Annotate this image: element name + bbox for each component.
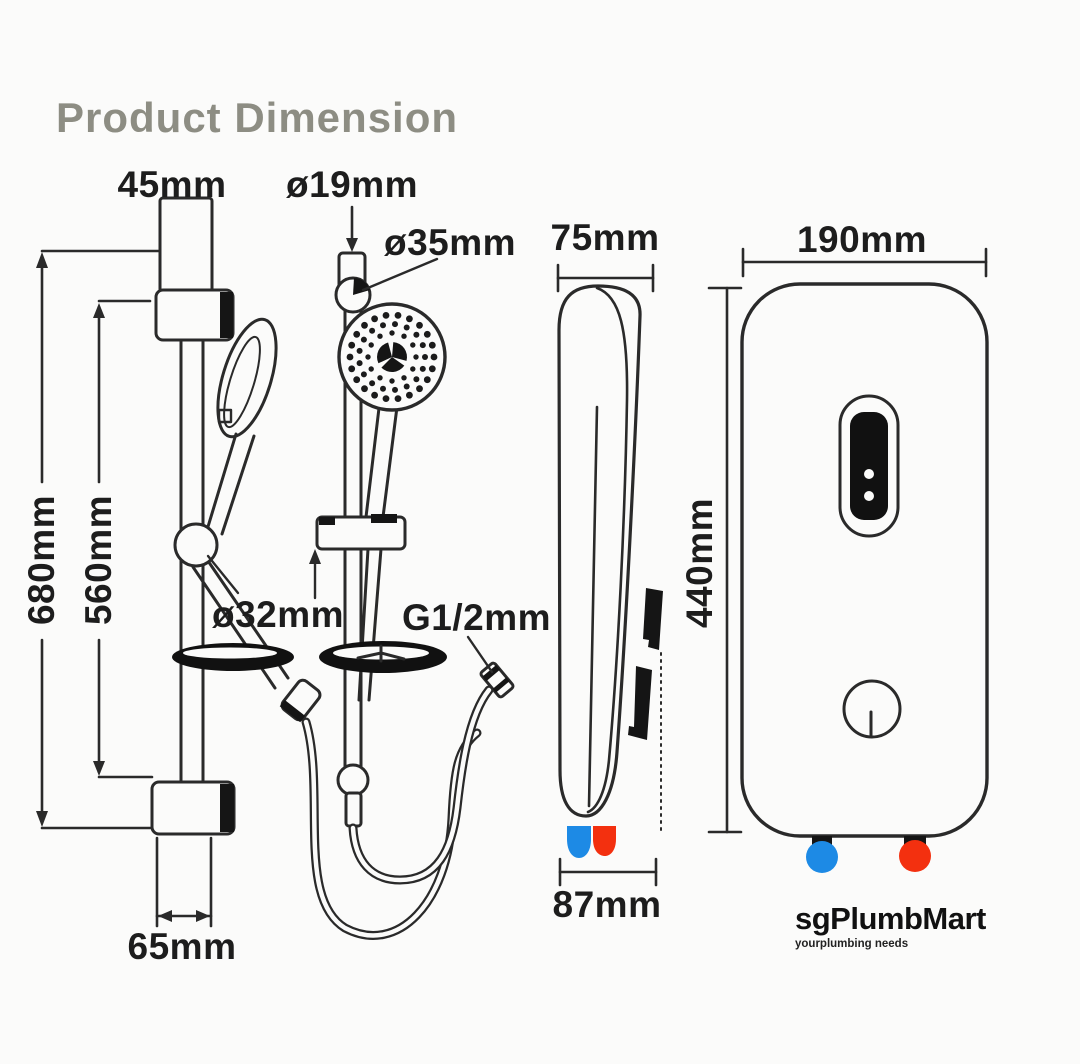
- label-bracket-width: 45mm: [117, 164, 227, 205]
- shower-hose-left: [301, 717, 482, 940]
- hot-water-indicator-front: [899, 840, 931, 872]
- dim-560: [93, 299, 154, 779]
- slider-ball: [173, 522, 219, 568]
- label-hose-thread: G1/2mm: [402, 597, 552, 638]
- dim-440: [707, 286, 743, 834]
- dim-87: [558, 857, 658, 887]
- label-front-width: 190mm: [796, 219, 928, 260]
- label-bar-height: 560mm: [78, 494, 119, 626]
- dim-19: [346, 205, 358, 252]
- g12-connector: [479, 661, 515, 699]
- soap-dish-left: [172, 643, 294, 671]
- control-knob: [842, 679, 902, 739]
- mounting-brackets: [628, 588, 663, 740]
- hand-shower-front-drawing: [309, 205, 515, 885]
- slider-holder: [309, 514, 407, 600]
- dim-680: [36, 249, 162, 830]
- label-front-height: 440mm: [679, 497, 720, 629]
- dim-75: [556, 263, 655, 293]
- dim-190: [741, 247, 988, 278]
- heater-front-view-drawing: [740, 247, 989, 873]
- brand-logo: sgPlumbMart yourplumbing needs: [795, 901, 1075, 950]
- soap-dish-middle: [319, 641, 447, 673]
- shower-rail-drawing: [36, 196, 482, 940]
- cold-water-indicator-front: [806, 841, 838, 873]
- shower-head-face: [337, 302, 447, 412]
- label-bracket-depth: 65mm: [127, 926, 237, 967]
- handle-cone-connector: [279, 678, 322, 723]
- brand-tagline: yourplumbing needs: [795, 938, 909, 950]
- label-overall-height: 680mm: [21, 494, 62, 626]
- shower-hose-middle: [348, 685, 494, 885]
- label-side-top-depth: 75mm: [550, 217, 660, 258]
- rail-end-ball: [336, 763, 370, 797]
- brand-name: sgPlumbMart: [795, 901, 986, 936]
- label-side-bottom-depth: 87mm: [552, 884, 662, 925]
- label-slider-diameter: ø32mm: [212, 594, 345, 635]
- cold-water-indicator-side: [567, 826, 591, 858]
- label-rail-diameter: ø19mm: [285, 164, 419, 205]
- heater-side-view-drawing: [556, 263, 743, 887]
- page-title: Product Dimension: [56, 94, 459, 141]
- dim-65: [155, 836, 213, 928]
- rail-brackets: [150, 196, 236, 836]
- ball-joint: [334, 257, 439, 314]
- hot-water-indicator-side: [593, 826, 616, 856]
- label-ball-joint-diameter: ø35mm: [384, 222, 517, 263]
- display-panel: [838, 394, 900, 538]
